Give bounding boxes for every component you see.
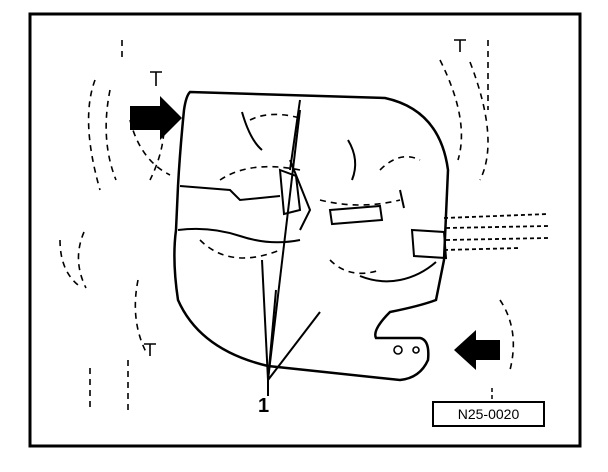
side-strap xyxy=(443,213,549,251)
figure-code-label: N25-0020 xyxy=(432,401,545,427)
arrow-left-indicator xyxy=(130,96,182,140)
screw-symbols xyxy=(144,39,466,356)
plate-details xyxy=(177,99,448,283)
callout-number: 1 xyxy=(258,395,270,417)
arrow-right-indicator xyxy=(454,330,500,370)
figure-frame xyxy=(28,12,582,448)
callout-leader-lines xyxy=(261,109,321,396)
background-parts xyxy=(59,40,515,410)
cover-plate-outline xyxy=(173,90,450,382)
